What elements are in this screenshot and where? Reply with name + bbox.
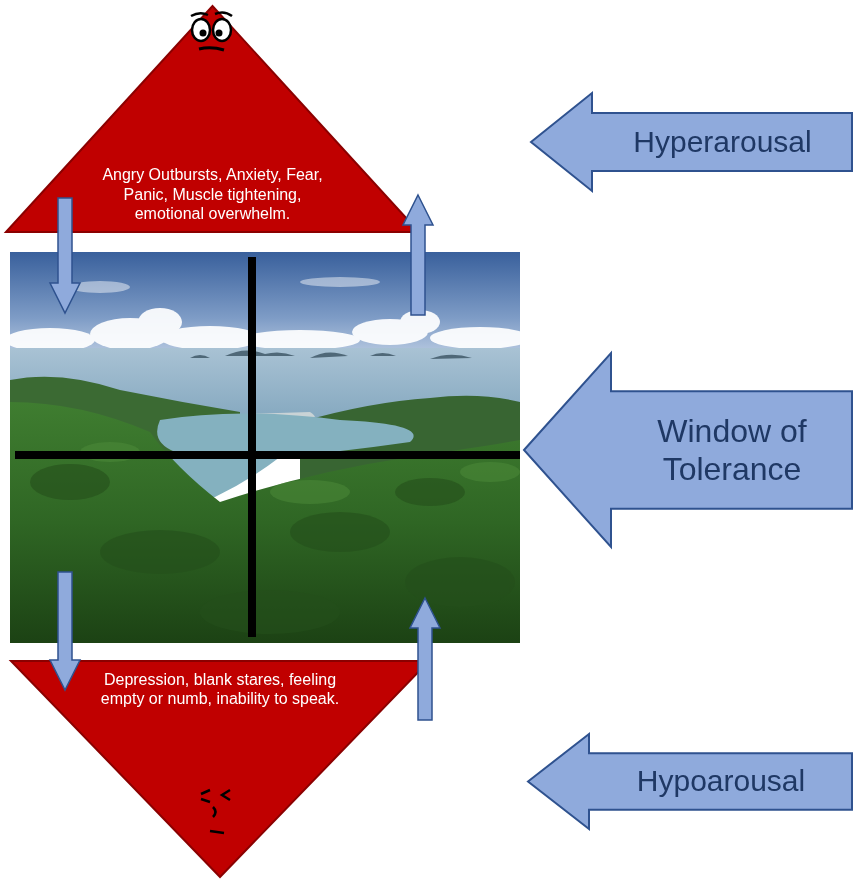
symptom-text: Depression, blank stares, feeling empty … [100,670,340,708]
hypoarousal-triangle: Depression, blank stares, feeling empty … [10,660,430,878]
state-arrow-outline [523,352,853,548]
state-arrow: Hyperarousal [530,92,853,192]
text-area: Angry Outbursts, Anxiety, Fear, Panic, M… [98,165,328,223]
state-arrow: Hypoarousal [527,733,853,830]
crosshair-lines [15,257,520,637]
symptom-text: Angry Outbursts, Anxiety, Fear, Panic, M… [98,165,328,223]
text-area: Window of Tolerance [617,391,847,509]
text-area: Depression, blank stares, feeling empty … [100,670,340,708]
state-arrow: Window of Tolerance [523,352,853,548]
state-label: Hypoarousal [637,764,805,799]
small-arrows [50,195,440,720]
text-area: Hyperarousal [598,113,847,171]
text-area: Hypoarousal [595,753,847,809]
state-label: Hyperarousal [633,125,811,160]
numb-face [201,790,230,833]
state-label: Window of Tolerance [617,412,847,489]
landscape-photo [10,252,520,643]
anxious-face [191,12,232,50]
